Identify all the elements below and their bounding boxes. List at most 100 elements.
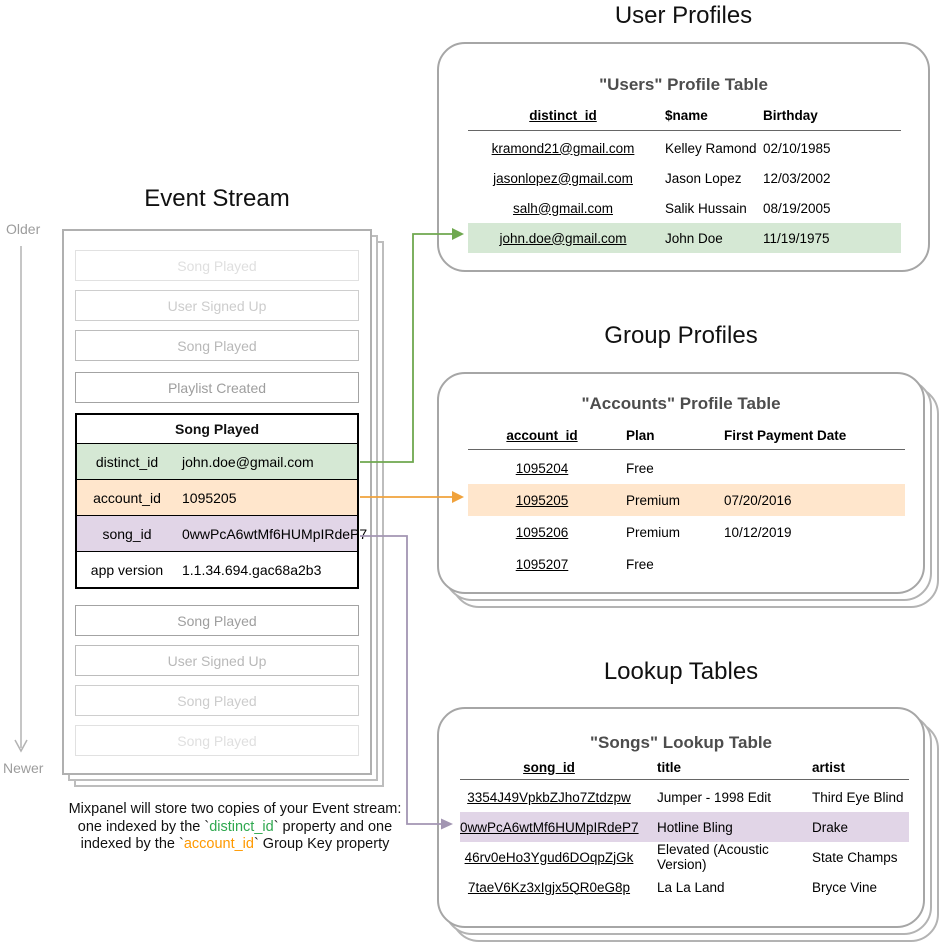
cell-song-id: 0wwPcA6wtMf6HUMpIRdeP7 (460, 819, 639, 835)
cell-distinct-id: jasonlopez@gmail.com (493, 170, 633, 186)
table-row: 46rv0eHo3Ygud6DOqpZjGk Elevated (Acousti… (460, 842, 909, 872)
older-label: Older (6, 221, 41, 237)
songs-table-title: "Songs" Lookup Table (589, 733, 773, 752)
table-row: 7taeV6Kz3xIgjx5QR0eG8p La La Land Bryce … (460, 872, 909, 902)
ghost-event: Song Played (75, 250, 359, 281)
cell-song-id: 3354J49VpkbZJho7Ztdzpw (467, 789, 631, 805)
event-property-distinct-id: distinct_id john.doe@gmail.com (77, 443, 357, 479)
cell-artist: State Champs (812, 849, 898, 865)
cell-name: Jason Lopez (665, 170, 742, 186)
cell-plan: Free (626, 556, 654, 572)
table-row-highlighted: 1095205 Premium 07/20/2016 (468, 484, 905, 516)
accounts-profile-card: "Accounts" Profile Table account_id Plan… (437, 372, 925, 594)
songs-lookup-card: "Songs" Lookup Table song_id title artis… (437, 707, 925, 928)
lookup-tables-title: Lookup Tables (603, 658, 759, 685)
header-divider (468, 130, 901, 131)
accounts-table-title: "Accounts" Profile Table (581, 394, 781, 413)
column-header: First Payment Date (724, 427, 847, 443)
header-divider (460, 779, 909, 780)
table-row: jasonlopez@gmail.com Jason Lopez 12/03/2… (468, 163, 901, 193)
column-header: artist (812, 759, 846, 775)
ghost-event: Song Played (75, 605, 359, 636)
cell-birthday: 02/10/1985 (763, 140, 831, 156)
cell-account-id: 1095206 (515, 524, 569, 540)
timeline-arrow (14, 246, 28, 753)
event-name: Song Played (174, 421, 260, 437)
group-profiles-title: Group Profiles (604, 322, 758, 349)
cell-account-id: 1095207 (515, 556, 569, 572)
table-row: kramond21@gmail.com Kelley Ramond 02/10/… (468, 133, 901, 163)
property-key: song_id (102, 525, 152, 542)
table-row-highlighted: 0wwPcA6wtMf6HUMpIRdeP7 Hotline Bling Dra… (460, 812, 909, 842)
caption-text-segment: one indexed by the ` (77, 818, 210, 835)
event-stream-panel: Song Played User Signed Up Song Played P… (62, 229, 372, 775)
header-divider (468, 449, 905, 450)
caption-text-segment: indexed by the ` (80, 836, 184, 852)
event-property-song-id: song_id 0wwPcA6wtMf6HUMpIRdeP7 (77, 515, 367, 551)
caption-line-2: one indexed by the `distinct_id` propert… (35, 819, 435, 837)
focused-event-card: Song Played distinct_id john.doe@gmail.c… (75, 413, 367, 589)
cell-first-payment-date: 10/12/2019 (724, 524, 792, 540)
property-key: app version (90, 561, 164, 578)
ghost-event: User Signed Up (75, 645, 359, 676)
cell-artist: Drake (812, 819, 849, 835)
cell-birthday: 08/19/2005 (763, 200, 831, 216)
table-row: salh@gmail.com Salik Hussain 08/19/2005 (468, 193, 901, 223)
ghost-event: Song Played (75, 725, 359, 756)
user-profiles-title: User Profiles (614, 2, 753, 29)
caption-text-segment: ` Group Key property (253, 836, 390, 852)
users-profile-card: "Users" Profile Table distinct_id $name … (437, 42, 930, 272)
column-header: title (657, 759, 682, 775)
cell-title: Hotline Bling (657, 819, 733, 835)
property-key: distinct_id (95, 453, 159, 470)
ghost-event: User Signed Up (75, 290, 359, 321)
cell-title: Elevated (Acoustic Version) (657, 842, 769, 872)
cell-name: Kelley Ramond (665, 140, 757, 156)
cell-title: La La Land (657, 879, 725, 895)
cell-plan: Premium (626, 524, 681, 540)
table-row-highlighted: john.doe@gmail.com John Doe 11/19/1975 (468, 223, 901, 253)
caption-line-3: indexed by the `account_id` Group Key pr… (35, 836, 435, 854)
column-header: song_id (523, 759, 575, 775)
cell-birthday: 12/03/2002 (763, 170, 831, 186)
cell-plan: Premium (626, 492, 681, 508)
column-header: distinct_id (529, 107, 597, 123)
table-row: 3354J49VpkbZJho7Ztdzpw Jumper - 1998 Edi… (460, 782, 909, 812)
cell-artist: Bryce Vine (812, 879, 878, 895)
event-property-account-id: account_id 1095205 (77, 479, 357, 515)
cell-distinct-id: john.doe@gmail.com (499, 230, 627, 246)
table-row: 1095204 Free (468, 452, 905, 484)
users-table-header: distinct_id $name Birthday (468, 106, 901, 124)
cell-distinct-id: salh@gmail.com (513, 200, 613, 216)
cell-first-payment-date: 07/20/2016 (724, 492, 792, 508)
cell-name: John Doe (665, 230, 723, 246)
table-row: 1095206 Premium 10/12/2019 (468, 516, 905, 548)
column-header: account_id (506, 427, 578, 443)
cell-distinct-id: kramond21@gmail.com (491, 140, 635, 156)
caption-text-segment: ` property and one (273, 818, 393, 835)
cell-birthday: 11/19/1975 (763, 230, 830, 246)
accounts-table-header: account_id Plan First Payment Date (468, 426, 905, 444)
column-header: Plan (626, 427, 655, 443)
cell-artist: Third Eye Blind (812, 789, 904, 805)
users-table-title: "Users" Profile Table (599, 75, 768, 94)
newer-label: Newer (3, 760, 44, 776)
ghost-event: Playlist Created (75, 372, 359, 403)
caption-text: Mixpanel will store two copies of your E… (35, 801, 435, 854)
property-value: 1.1.34.694.gac68a2b3 (182, 561, 322, 578)
cell-title: Jumper - 1998 Edit (657, 789, 772, 805)
table-row: 1095207 Free (468, 548, 905, 580)
event-stream-title: Event Stream (144, 185, 290, 212)
cell-account-id: 1095204 (515, 460, 569, 476)
column-header: $name (665, 107, 708, 123)
songs-table-header: song_id title artist (460, 758, 909, 776)
event-property-app-version: app version 1.1.34.694.gac68a2b3 (77, 551, 357, 587)
caption-line-1: Mixpanel will store two copies of your E… (68, 801, 402, 817)
cell-name: Salik Hussain (665, 200, 747, 216)
property-value: 1095205 (182, 489, 237, 506)
cell-account-id: 1095205 (515, 492, 569, 508)
cell-plan: Free (626, 460, 654, 476)
account-id-token: account_id (183, 836, 254, 852)
property-value: 0wwPcA6wtMf6HUMpIRdeP7 (182, 525, 368, 542)
property-value: john.doe@gmail.com (182, 453, 314, 470)
